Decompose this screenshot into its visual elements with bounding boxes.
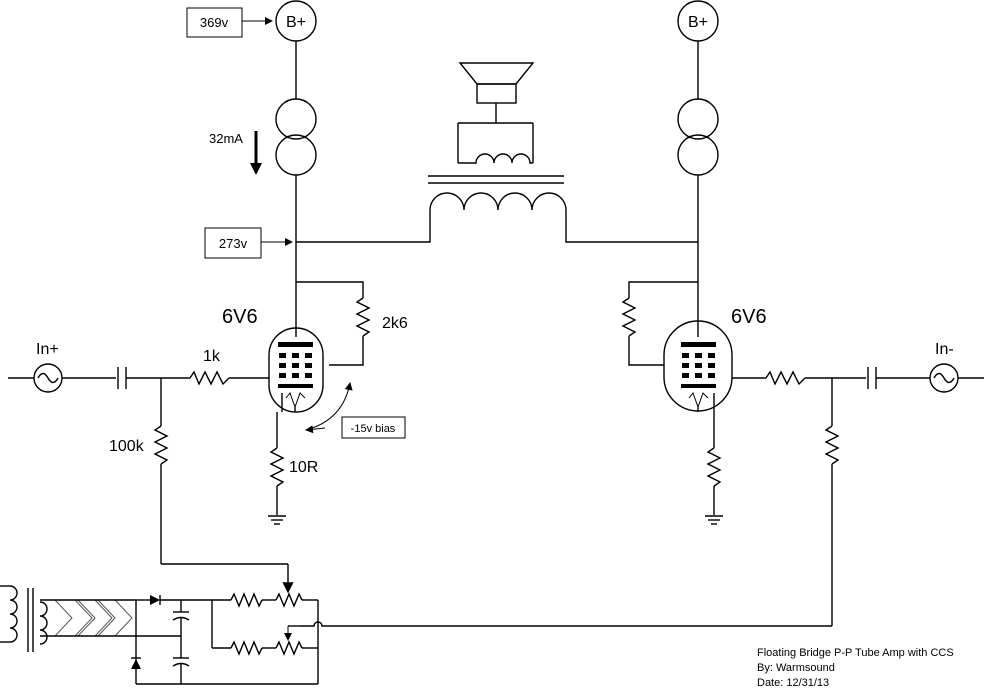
plate-load-resistor: 2k6 — [296, 281, 408, 366]
plate-voltage-label: 273v — [219, 236, 248, 251]
title-line-3: Date: 12/31/13 — [757, 677, 830, 689]
transformer-core — [428, 175, 564, 184]
coupling-cap-left — [117, 367, 190, 389]
input-pos-source: In+ — [8, 341, 116, 393]
grid-leak-left: 100k — [109, 378, 294, 594]
supply-voltage-box: 369v — [186, 7, 273, 38]
tube-left — [229, 327, 324, 413]
tube-right — [663, 320, 766, 412]
grid-stopper-left: 1k — [189, 348, 230, 386]
current-label: 32mA — [209, 131, 243, 146]
title-block: Floating Bridge P-P Tube Amp with CCS By… — [757, 646, 954, 691]
cathode-resistor-label: 10R — [289, 459, 318, 476]
ccs-right-symbol — [677, 98, 719, 176]
bias-transformer — [0, 585, 48, 652]
input-neg-label: In- — [935, 341, 954, 358]
cathode-resistor-left: 10R — [268, 412, 318, 525]
plate-load-label: 2k6 — [382, 315, 408, 332]
grid-stopper-right — [765, 370, 866, 386]
title-line-1: Floating Bridge P-P Tube Amp with CCS — [757, 647, 954, 659]
speaker-icon — [457, 62, 535, 164]
bias-rectifier-bridge — [40, 599, 137, 684]
bplus-left-label: B+ — [286, 14, 306, 31]
bias-label: -15v bias — [351, 423, 396, 435]
bias-filter-caps — [136, 600, 318, 685]
plate-voltage-box: 273v — [204, 227, 293, 259]
cathode-resistor-right — [705, 412, 723, 525]
tube-left-label: 6V6 — [222, 306, 258, 328]
coupling-cap-right — [867, 367, 930, 389]
transformer-primary — [296, 192, 698, 243]
bplus-left-node: B+ — [275, 0, 317, 42]
grid-leak-label: 100k — [109, 438, 145, 455]
bplus-right-label: B+ — [688, 14, 708, 31]
ccs-left-symbol — [275, 98, 317, 176]
grid-stopper-label: 1k — [203, 348, 221, 365]
input-neg-source: In- — [929, 341, 984, 393]
bias-diode-lower — [131, 657, 141, 669]
supply-voltage-label: 369v — [200, 15, 229, 30]
plate-load-resistor-right — [621, 281, 698, 366]
grid-leak-right — [300, 378, 840, 627]
input-pos-label: In+ — [36, 341, 59, 358]
bplus-right-node: B+ — [677, 0, 719, 42]
tube-right-label: 6V6 — [731, 306, 767, 328]
title-line-2: By: Warmsound — [757, 662, 835, 674]
bias-diode-upper — [136, 595, 231, 605]
bias-divider-network — [211, 592, 319, 684]
current-arrow: 32mA — [209, 131, 262, 175]
bias-indicator: -15v bias — [305, 382, 406, 439]
